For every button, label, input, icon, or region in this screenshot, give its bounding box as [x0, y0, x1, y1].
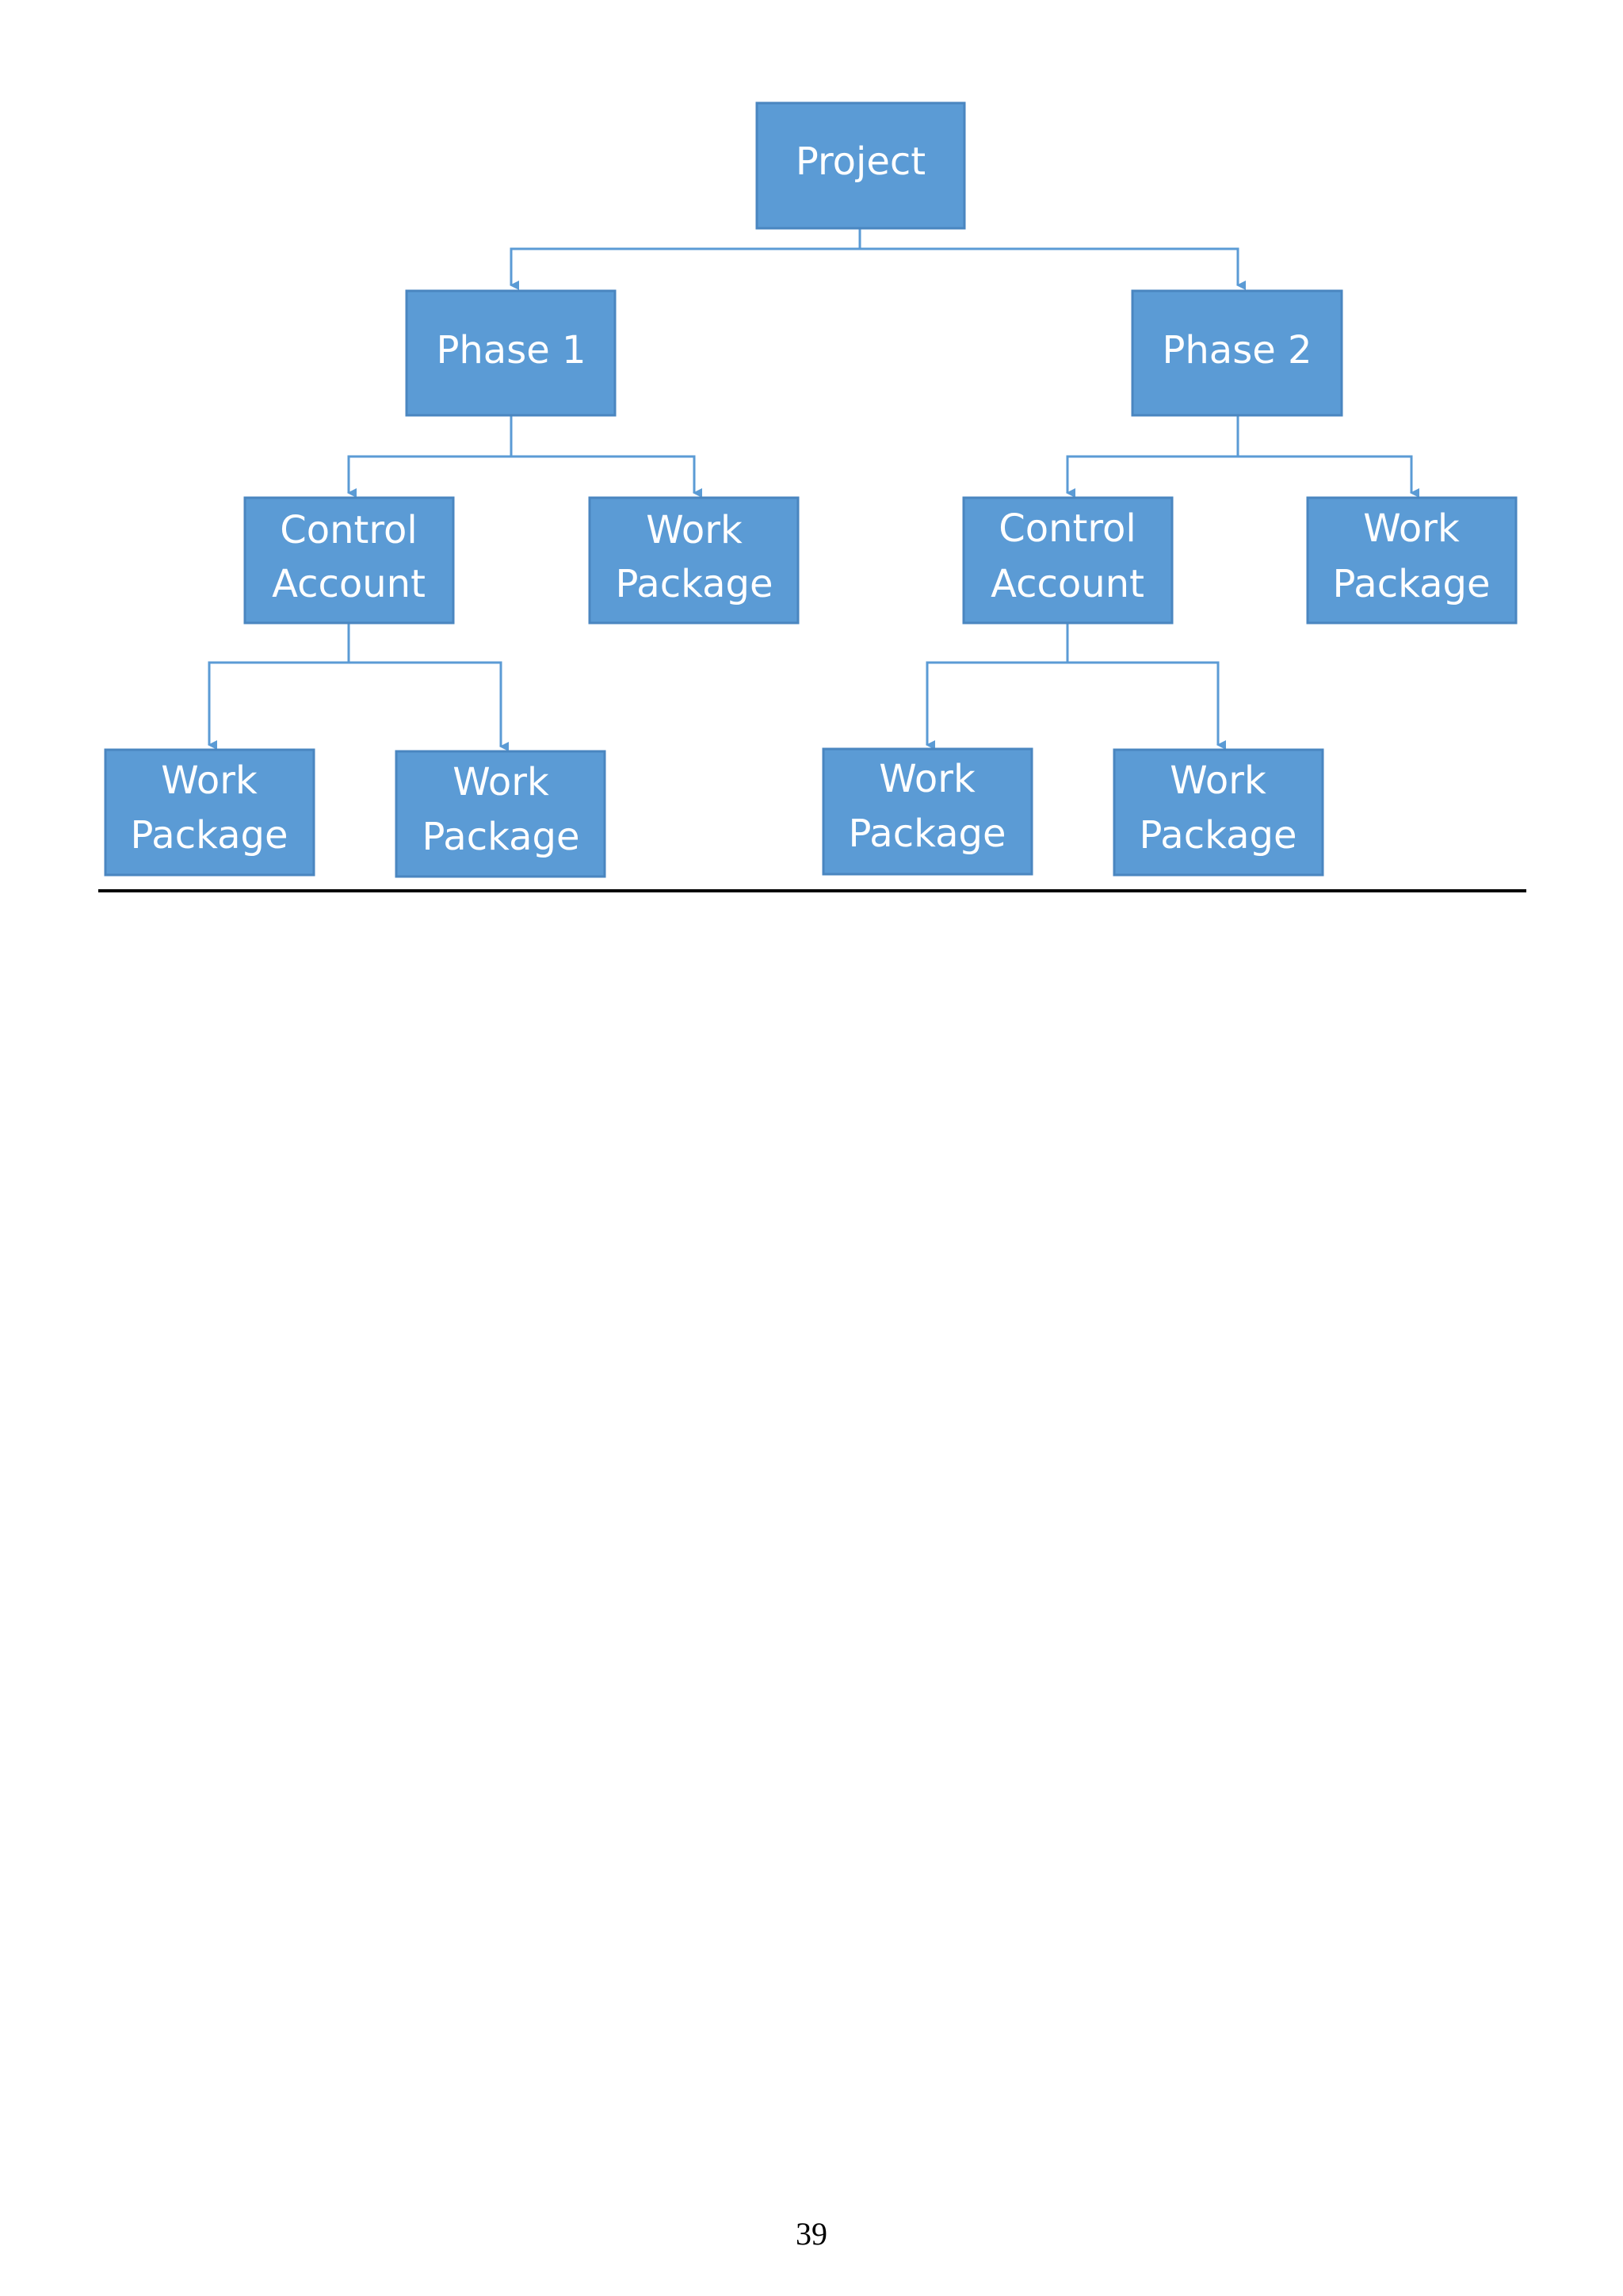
- node-project: Project: [755, 101, 966, 230]
- node-wp2-line-1: Work: [1363, 506, 1460, 551]
- node-wp1-line-2: Package: [616, 562, 773, 606]
- node-wp3-line-2: Package: [131, 813, 288, 858]
- node-wp3-line-1: Work: [161, 758, 258, 803]
- connector-phase1-wp1: [511, 455, 702, 498]
- node-wp4-line-2: Package: [422, 815, 580, 859]
- connector-phase2-wp2: [1238, 455, 1419, 498]
- node-work-package-6: Work Package: [1113, 748, 1324, 877]
- connector-ca1-wp4: [349, 661, 509, 751]
- connectors-ca2: [926, 623, 1226, 750]
- node-work-package-4: Work Package: [395, 750, 606, 878]
- node-work-package-3: Work Package: [104, 748, 315, 877]
- connectors-level-1: [510, 228, 1246, 290]
- node-phase2: Phase 2: [1131, 289, 1343, 417]
- node-ca1-line-2: Account: [272, 562, 426, 606]
- connector-ca2-wp6: [1067, 661, 1226, 750]
- connector-project-phase2: [860, 247, 1246, 290]
- node-wp4-line-1: Work: [453, 760, 549, 804]
- connector-phase1-ca1: [347, 415, 513, 498]
- node-work-package-1: Work Package: [588, 496, 800, 625]
- wbs-diagram: Project Phase 1 Phase 2 Control Account …: [98, 101, 1526, 892]
- page-number: 39: [796, 2216, 827, 2252]
- node-ca2-line-1: Control: [999, 506, 1136, 551]
- node-phase1: Phase 1: [405, 289, 617, 417]
- node-wp5-line-2: Package: [849, 812, 1006, 856]
- node-work-package-5: Work Package: [822, 747, 1033, 876]
- connectors-phase1: [347, 415, 702, 498]
- connector-phase2-ca2: [1066, 415, 1239, 498]
- node-wp5-line-1: Work: [879, 757, 976, 801]
- node-phase2-label: Phase 2: [1162, 328, 1312, 372]
- connector-project-phase1: [510, 228, 861, 290]
- connector-ca2-wp5: [926, 623, 1069, 750]
- node-control-account-1: Control Account: [243, 496, 455, 625]
- node-control-account-2: Control Account: [962, 496, 1174, 625]
- node-phase1-label: Phase 1: [436, 328, 586, 372]
- node-project-label: Project: [796, 139, 926, 184]
- node-ca2-line-2: Account: [991, 562, 1144, 606]
- node-wp2-line-2: Package: [1333, 562, 1491, 606]
- node-ca1-line-1: Control: [280, 508, 418, 552]
- node-wp1-line-1: Work: [646, 508, 743, 552]
- connectors-phase2: [1066, 415, 1419, 498]
- connectors-ca1: [208, 623, 509, 751]
- node-work-package-2: Work Package: [1306, 496, 1518, 625]
- node-wp6-line-1: Work: [1170, 758, 1266, 803]
- connector-ca1-wp3: [208, 623, 350, 750]
- node-wp6-line-2: Package: [1140, 813, 1297, 858]
